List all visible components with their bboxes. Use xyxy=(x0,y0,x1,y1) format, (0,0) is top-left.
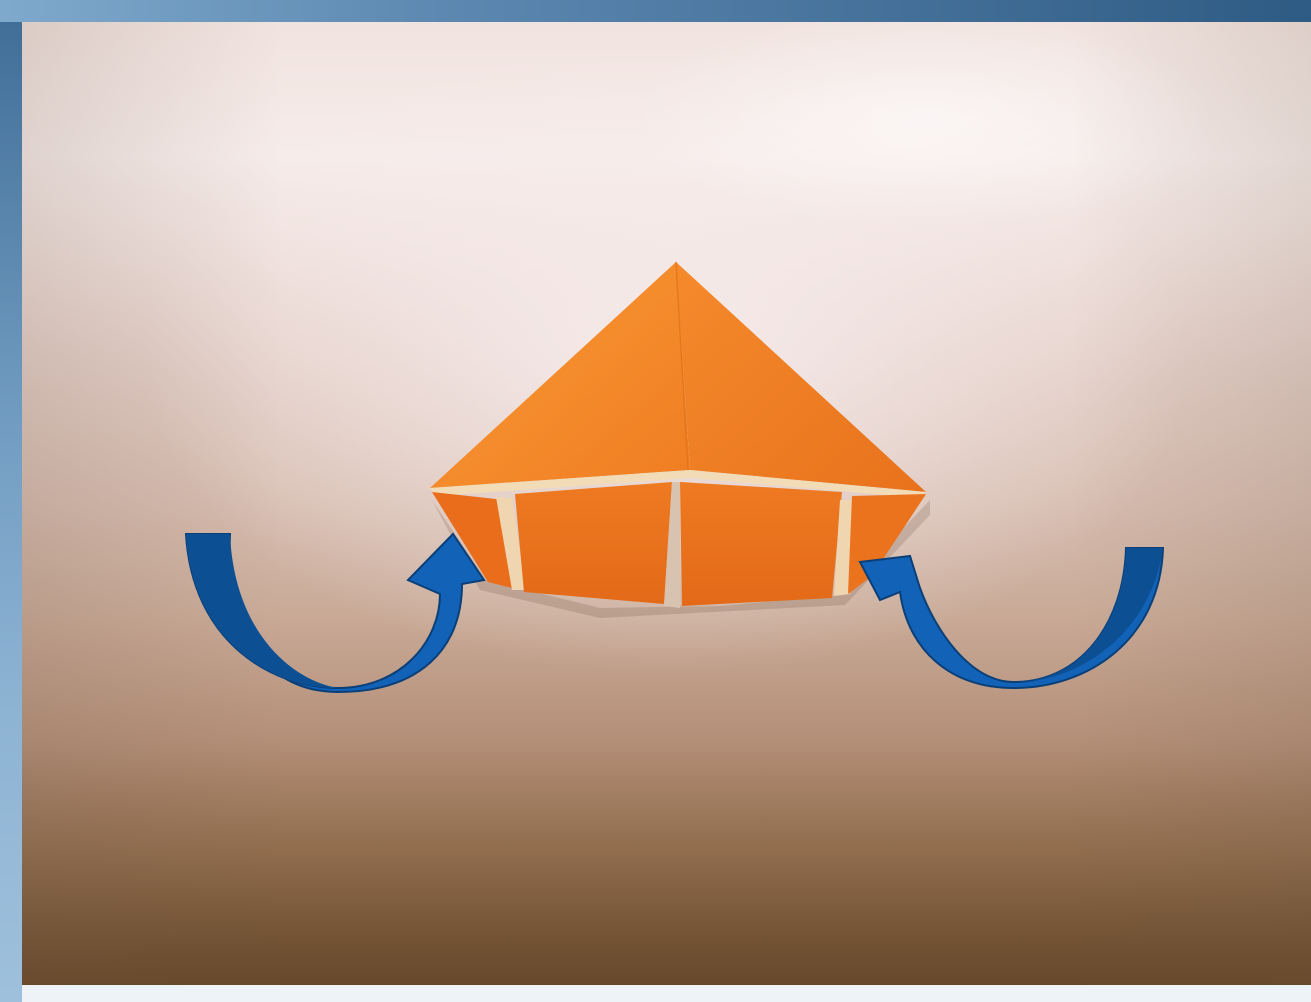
origami-triangle-right-face xyxy=(676,262,926,492)
origami-model xyxy=(430,262,926,608)
curved-arrow-right-icon xyxy=(860,548,1163,688)
origami-left-pocket xyxy=(515,482,672,604)
curved-arrow-left-icon xyxy=(186,534,484,692)
origami-triangle-left-face xyxy=(430,262,690,488)
origami-right-pocket xyxy=(680,482,842,606)
